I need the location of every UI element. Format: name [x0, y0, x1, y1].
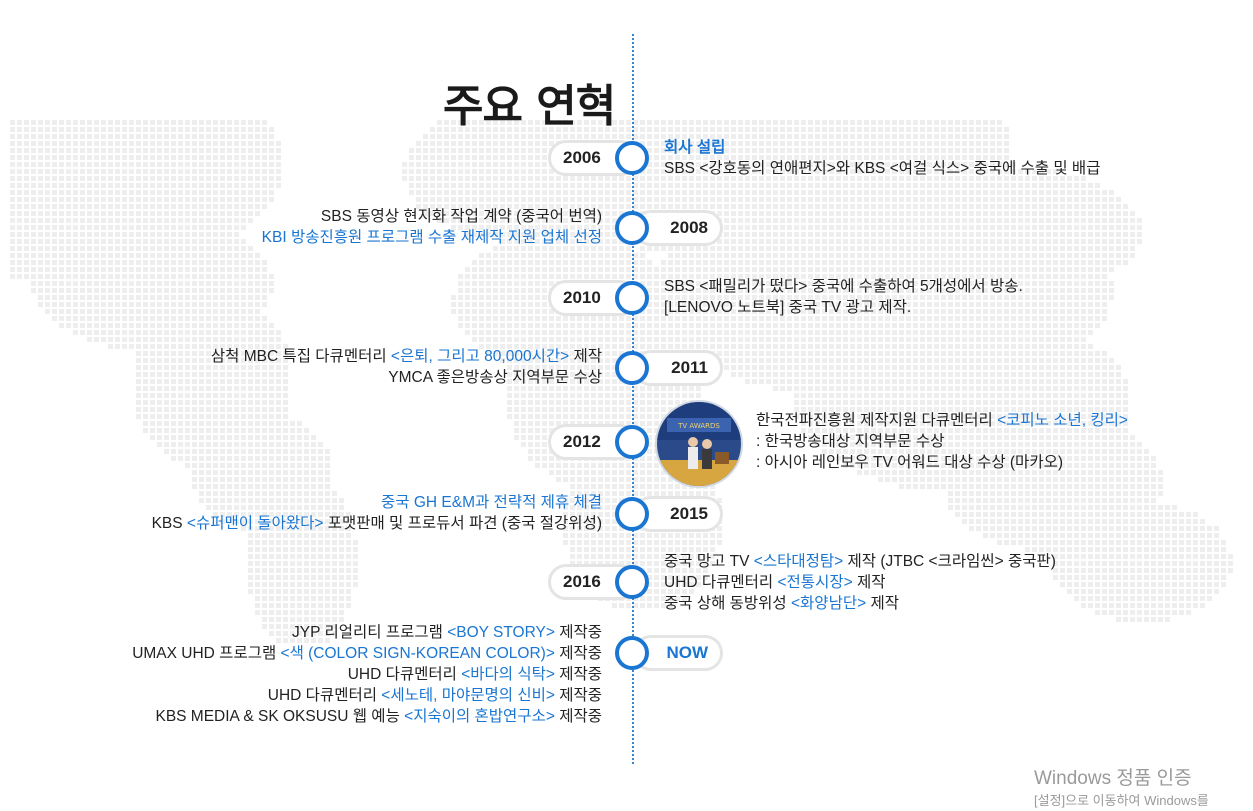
timeline-entry-2012: 한국전파진흥원 제작지원 다큐멘터리 <코피노 소년, 킹리> : 한국방송대상 …	[756, 410, 1128, 473]
entry-line: YMCA 좋은방송상 지역부문 수상	[211, 367, 602, 388]
entry-line: 중국 망고 TV <스타대정탐> 제작 (JTBC <크라임씬> 중국판)	[664, 551, 1056, 572]
entry-text: UHD 다큐멘터리	[664, 574, 778, 591]
timeline-node	[615, 141, 649, 175]
highlight-text: <은퇴, 그리고 80,000시간>	[390, 348, 570, 365]
timeline-entry-2010: SBS <패밀리가 떴다> 중국에 수출하여 5개성에서 방송. [LENOVO …	[664, 276, 1023, 318]
entry-text: JYP 리얼리티 프로그램	[292, 624, 448, 641]
highlight-text: <세노테, 마야문명의 신비>	[381, 687, 555, 704]
entry-line: 한국전파진흥원 제작지원 다큐멘터리 <코피노 소년, 킹리>	[756, 410, 1128, 431]
entry-text: : 아시아 레인보우 TV 어워드 대상 수상 (마카오)	[756, 454, 1064, 471]
entry-text: UHD 다큐멘터리	[267, 687, 382, 704]
entry-text: 제작	[866, 595, 899, 612]
highlight-text: <전통시장>	[777, 574, 853, 591]
entry-text: 제작중	[554, 624, 602, 641]
entry-line: SBS <강호동의 연애편지>와 KBS <여걸 식스> 중국에 수출 및 배급	[664, 158, 1100, 179]
highlight-text: <화양남단>	[791, 595, 867, 612]
entry-line: JYP 리얼리티 프로그램 <BOY STORY> 제작중	[132, 622, 602, 643]
highlight-text: <바다의 식탁>	[461, 666, 555, 683]
timeline-node	[615, 281, 649, 315]
entry-text: 제작중	[554, 666, 602, 683]
entry-line: UHD 다큐멘터리 <바다의 식탁> 제작중	[132, 664, 602, 685]
entry-line: UHD 다큐멘터리 <전통시장> 제작	[664, 572, 1056, 593]
entry-text: KBS	[151, 515, 187, 532]
highlight-text: KBI 방송진흥원 프로그램 수출 재제작 지원 업체 선정	[261, 229, 602, 246]
highlight-text: 중국 GH E&M과 전략적 제휴 체결	[381, 494, 602, 511]
timeline-node	[615, 351, 649, 385]
year-pill-now: NOW	[633, 635, 723, 671]
entry-text: 한국전파진흥원 제작지원 다큐멘터리	[756, 412, 998, 429]
timeline-entry-2008: SBS 동영상 현지화 작업 계약 (중국어 번역) KBI 방송진흥원 프로그램…	[262, 206, 602, 248]
timeline-axis	[632, 34, 634, 764]
year-pill-2008: 2008	[633, 210, 723, 246]
entry-line: KBI 방송진흥원 프로그램 수출 재제작 지원 업체 선정	[262, 227, 602, 248]
entry-text: 삼척 MBC 특집 다큐멘터리	[210, 348, 391, 365]
timeline-node	[615, 565, 649, 599]
timeline-node	[615, 636, 649, 670]
entry-line: : 한국방송대상 지역부문 수상	[756, 431, 1128, 452]
entry-text: 중국 상해 동방위성	[664, 595, 791, 612]
entry-text: SBS <패밀리가 떴다> 중국에 수출하여 5개성에서 방송.	[664, 278, 1023, 295]
entry-line: 중국 GH E&M과 전략적 제휴 체결	[152, 492, 602, 513]
entry-line: 중국 상해 동방위성 <화양남단> 제작	[664, 593, 1056, 614]
entry-text: : 한국방송대상 지역부문 수상	[756, 433, 945, 450]
page-title: 주요 연혁	[443, 81, 616, 132]
entry-text: 제작중	[554, 708, 602, 725]
entry-line: SBS 동영상 현지화 작업 계약 (중국어 번역)	[262, 206, 602, 227]
entry-text: 중국 망고 TV	[664, 553, 754, 570]
timeline-entry-2016: 중국 망고 TV <스타대정탐> 제작 (JTBC <크라임씬> 중국판)UHD…	[664, 551, 1056, 614]
entry-line: 삼척 MBC 특집 다큐멘터리 <은퇴, 그리고 80,000시간> 제작	[211, 346, 602, 367]
entry-text: 제작중	[554, 687, 602, 704]
entry-text: SBS 동영상 현지화 작업 계약 (중국어 번역)	[320, 208, 602, 225]
highlight-text: <스타대정탐>	[753, 553, 844, 570]
entry-text: 제작중	[554, 645, 602, 662]
highlight-text: <지숙이의 혼밥연구소>	[404, 708, 555, 725]
year-pill-2011: 2011	[633, 350, 723, 386]
entry-text: UMAX UHD 프로그램	[132, 645, 281, 662]
windows-activation-watermark: Windows 정품 인증	[1034, 768, 1192, 789]
entry-text: SBS <강호동의 연애편지>와 KBS <여걸 식스> 중국에 수출 및 배급	[664, 160, 1101, 177]
entry-line: [LENOVO 노트북] 중국 TV 광고 제작.	[664, 297, 1023, 318]
entry-line: KBS <슈퍼맨이 돌아왔다> 포맷판매 및 프로듀서 파견 (중국 절강위성)	[152, 513, 602, 534]
year-pill-2015: 2015	[633, 496, 723, 532]
entry-text: 제작	[569, 348, 602, 365]
highlight-text: 회사 설립	[664, 139, 726, 156]
entry-text: KBS MEDIA & SK OKSUSU 웹 예능	[155, 708, 405, 725]
highlight-text: <코피노 소년, 킹리>	[997, 412, 1128, 429]
entry-text: YMCA 좋은방송상 지역부문 수상	[388, 369, 602, 386]
timeline-node	[615, 497, 649, 531]
entry-text: [LENOVO 노트북] 중국 TV 광고 제작.	[664, 299, 912, 316]
entry-line: UHD 다큐멘터리 <세노테, 마야문명의 신비> 제작중	[132, 685, 602, 706]
timeline-entry-2015: 중국 GH E&M과 전략적 제휴 체결 KBS <슈퍼맨이 돌아왔다> 포맷판매…	[152, 492, 602, 534]
timeline-node	[615, 211, 649, 245]
entry-text: 제작	[852, 574, 886, 591]
entry-line: SBS <패밀리가 떴다> 중국에 수출하여 5개성에서 방송.	[664, 276, 1023, 297]
windows-activation-subtext: [설정]으로 이동하여 Windows를	[1034, 793, 1209, 808]
entry-text: UHD 다큐멘터리	[347, 666, 462, 683]
entry-text: 포맷판매 및 프로듀서 파견 (중국 절강위성)	[323, 515, 602, 532]
timeline-entry-2006: 회사 설립 SBS <강호동의 연애편지>와 KBS <여걸 식스> 중국에 수출…	[664, 137, 1100, 179]
highlight-text: <BOY STORY>	[447, 624, 555, 641]
timeline-entry-2011: 삼척 MBC 특집 다큐멘터리 <은퇴, 그리고 80,000시간> 제작 YMC…	[211, 346, 602, 388]
entry-line: KBS MEDIA & SK OKSUSU 웹 예능 <지숙이의 혼밥연구소> …	[132, 706, 602, 727]
timeline-node	[615, 425, 649, 459]
entry-line: 회사 설립	[664, 137, 1100, 158]
award-photo: TV AWARDS	[655, 400, 743, 488]
entry-text: 제작 (JTBC <크라임씬> 중국판)	[843, 553, 1056, 570]
highlight-text: <색 (COLOR SIGN-KOREAN COLOR)>	[280, 645, 555, 662]
entry-line: : 아시아 레인보우 TV 어워드 대상 수상 (마카오)	[756, 452, 1128, 473]
highlight-text: <슈퍼맨이 돌아왔다>	[186, 515, 324, 532]
entry-line: UMAX UHD 프로그램 <색 (COLOR SIGN-KOREAN COLO…	[132, 643, 602, 664]
